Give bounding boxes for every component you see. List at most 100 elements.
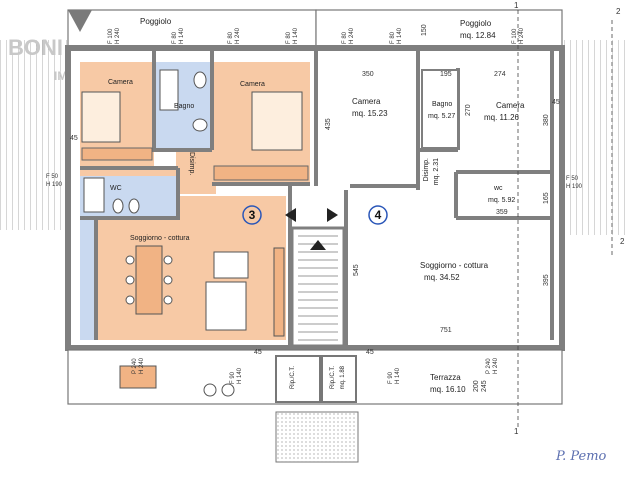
dim-245: 245 bbox=[481, 380, 488, 392]
dim-150: 150 bbox=[421, 24, 428, 36]
bed-left-large bbox=[251, 91, 303, 151]
win-bottom-1-h: H 240 bbox=[139, 357, 145, 374]
wc-bidet-left bbox=[128, 198, 140, 214]
win-4-h: H 140 bbox=[293, 27, 299, 44]
disimp-right-area: mq. 2.31 bbox=[433, 158, 440, 185]
stair-arrow-up bbox=[310, 240, 326, 250]
dim-545: 545 bbox=[353, 264, 360, 276]
win-2-h: H 140 bbox=[179, 27, 185, 44]
poggiolo-left-area bbox=[67, 9, 317, 49]
poggiolo-right-label: Poggiolo bbox=[460, 19, 492, 28]
win-5-f: F 80 bbox=[342, 31, 348, 44]
soggiorno-left-label: Soggiorno - cottura bbox=[130, 235, 190, 242]
dim-165: 165 bbox=[543, 192, 550, 204]
win-bottom-3-h: H 140 bbox=[395, 367, 401, 384]
signature: P. Pemo bbox=[555, 449, 607, 464]
bagno-right-box bbox=[421, 69, 459, 149]
terrace-chair-2 bbox=[221, 383, 235, 397]
dim-270: 270 bbox=[465, 104, 472, 116]
win-bottom-3-f: F 90 bbox=[388, 371, 394, 384]
camera-left-small-label: Camera bbox=[108, 79, 133, 86]
camera-right1-area: mq. 15.23 bbox=[352, 109, 388, 118]
dim-45-c: 45 bbox=[254, 349, 262, 356]
wc-toilet-left bbox=[112, 198, 124, 214]
dining-table-left bbox=[135, 245, 163, 315]
rip-left-box bbox=[275, 355, 321, 403]
section-mark-1-top: 1 bbox=[514, 1, 519, 10]
terrace-chair-1 bbox=[203, 383, 217, 397]
dim-274: 274 bbox=[494, 71, 506, 78]
dim-45-a: 45 bbox=[70, 135, 78, 142]
poggiolo-right-area bbox=[315, 9, 563, 49]
poggiolo-right-area: mq. 12.84 bbox=[460, 31, 496, 40]
unit-marker-4-label: 4 bbox=[375, 208, 382, 222]
tv-unit-left bbox=[273, 247, 285, 337]
win-3-f: F 80 bbox=[228, 31, 234, 44]
win-1-h: H 240 bbox=[115, 27, 121, 44]
entry-steps bbox=[275, 411, 359, 463]
chairs-left bbox=[125, 255, 173, 305]
soggiorno-right-area: mq. 34.52 bbox=[424, 273, 460, 282]
toilet-left bbox=[193, 71, 207, 89]
dim-45-b: 45 bbox=[552, 99, 560, 106]
win-6-h: H 140 bbox=[397, 27, 403, 44]
roof-right bbox=[562, 40, 630, 235]
win-bottom-2-h: H 140 bbox=[237, 367, 243, 384]
win-bottom-4-f: P 240 bbox=[486, 358, 492, 374]
disimp-right-label: Disimp. bbox=[423, 158, 430, 181]
win-bottom-4-h: H 240 bbox=[493, 357, 499, 374]
win-bottom-1-f: P 240 bbox=[132, 358, 138, 374]
logo-triangle bbox=[68, 10, 92, 32]
terrace-table bbox=[119, 365, 157, 389]
win-7-f: F 100 bbox=[512, 28, 518, 44]
sink-left bbox=[192, 118, 208, 132]
dim-380: 380 bbox=[543, 114, 550, 126]
win-side-right-f: F 50 bbox=[566, 176, 579, 182]
dim-350: 350 bbox=[362, 71, 374, 78]
unit-marker-3-label: 3 bbox=[249, 208, 256, 222]
sofa-left-top bbox=[213, 251, 249, 279]
bed-left-small bbox=[81, 91, 121, 143]
wardrobe-left bbox=[213, 165, 309, 181]
rip-left-label: Rip./C.T. bbox=[290, 366, 296, 389]
entrance-arrow-right bbox=[327, 208, 338, 222]
terrazza-label: Terrazza bbox=[430, 373, 461, 382]
poggiolo-left-label: Poggiolo bbox=[140, 17, 172, 26]
win-5-h: H 240 bbox=[349, 27, 355, 44]
wardrobe-left-small bbox=[81, 147, 153, 161]
win-1-f: F 100 bbox=[108, 28, 114, 44]
win-3-h: H 240 bbox=[235, 27, 241, 44]
dim-45-d: 45 bbox=[366, 349, 374, 356]
logo-main: BONI bbox=[8, 35, 63, 60]
dim-359: 359 bbox=[496, 209, 508, 216]
wc-left-label: WC bbox=[110, 185, 122, 192]
win-bottom-2-f: F 90 bbox=[230, 371, 236, 384]
win-6-f: F 80 bbox=[390, 31, 396, 44]
win-4-f: F 80 bbox=[286, 31, 292, 44]
rip-right-area: mq. 1.88 bbox=[340, 365, 346, 389]
win-2-f: F 80 bbox=[172, 31, 178, 44]
terrazza-area-label: mq. 16.10 bbox=[430, 385, 466, 394]
win-side-left-f: F 50 bbox=[46, 174, 59, 180]
dim-751: 751 bbox=[440, 327, 452, 334]
kitchen-left-tiles bbox=[80, 220, 96, 340]
roof-left bbox=[0, 40, 68, 230]
dim-435: 435 bbox=[325, 118, 332, 130]
win-side-right-h: H 190 bbox=[566, 184, 583, 190]
section-mark-2-top: 2 bbox=[616, 7, 621, 16]
dim-195: 195 bbox=[440, 71, 452, 78]
unit-marker-4 bbox=[368, 205, 388, 225]
dim-200: 200 bbox=[473, 380, 480, 392]
camera-right2-area: mq. 11.26 bbox=[484, 113, 520, 122]
section-mark-1-side: 1 bbox=[514, 427, 519, 436]
bathtub-left bbox=[159, 69, 179, 111]
bagno-right-area: mq. 5.27 bbox=[428, 113, 455, 120]
win-side-left-h: H 190 bbox=[46, 182, 63, 188]
shower-left bbox=[83, 177, 105, 213]
disimp-left-floor bbox=[176, 150, 216, 194]
unit-marker-3 bbox=[242, 205, 262, 225]
wc-right-area: mq. 5.92 bbox=[488, 197, 515, 204]
dim-395: 395 bbox=[543, 274, 550, 286]
wc-right-label: wc bbox=[493, 185, 503, 192]
